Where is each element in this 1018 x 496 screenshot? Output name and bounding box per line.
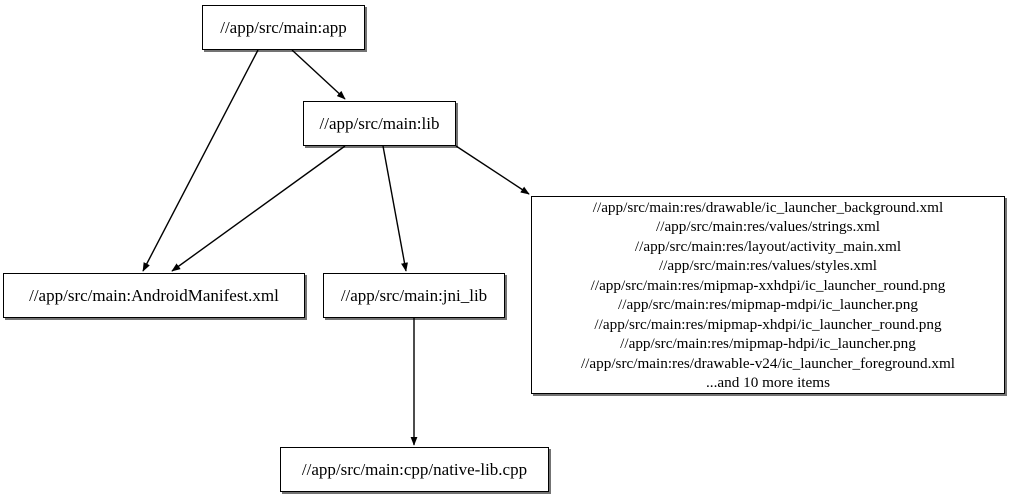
node-label: //app/src/main:cpp/native-lib.cpp	[301, 460, 528, 479]
edge-lib-to-jni-lib	[382, 145, 408, 272]
node-android-manifest[interactable]: //app/src/main:AndroidManifest.xml	[3, 273, 305, 318]
node-resources-group[interactable]: //app/src/main:res/drawable/ic_launcher_…	[531, 196, 1005, 394]
node-label: //app/src/main:AndroidManifest.xml	[29, 286, 279, 305]
edge-app-to-manifest	[142, 49, 259, 272]
edge-lib-to-manifest	[171, 145, 346, 272]
node-label: //app/src/main:jni_lib	[340, 286, 488, 305]
edge-lib-to-resources	[455, 145, 530, 195]
node-jni-lib[interactable]: //app/src/main:jni_lib	[323, 273, 505, 318]
node-label: //app/src/main:res/drawable/ic_launcher_…	[580, 198, 956, 392]
node-label: //app/src/main:app	[220, 18, 347, 37]
node-native-lib-cpp[interactable]: //app/src/main:cpp/native-lib.cpp	[280, 447, 549, 492]
node-label: //app/src/main:lib	[319, 114, 440, 133]
node-lib[interactable]: //app/src/main:lib	[303, 101, 456, 146]
node-app[interactable]: //app/src/main:app	[202, 5, 365, 50]
edge-app-to-lib	[291, 49, 346, 100]
